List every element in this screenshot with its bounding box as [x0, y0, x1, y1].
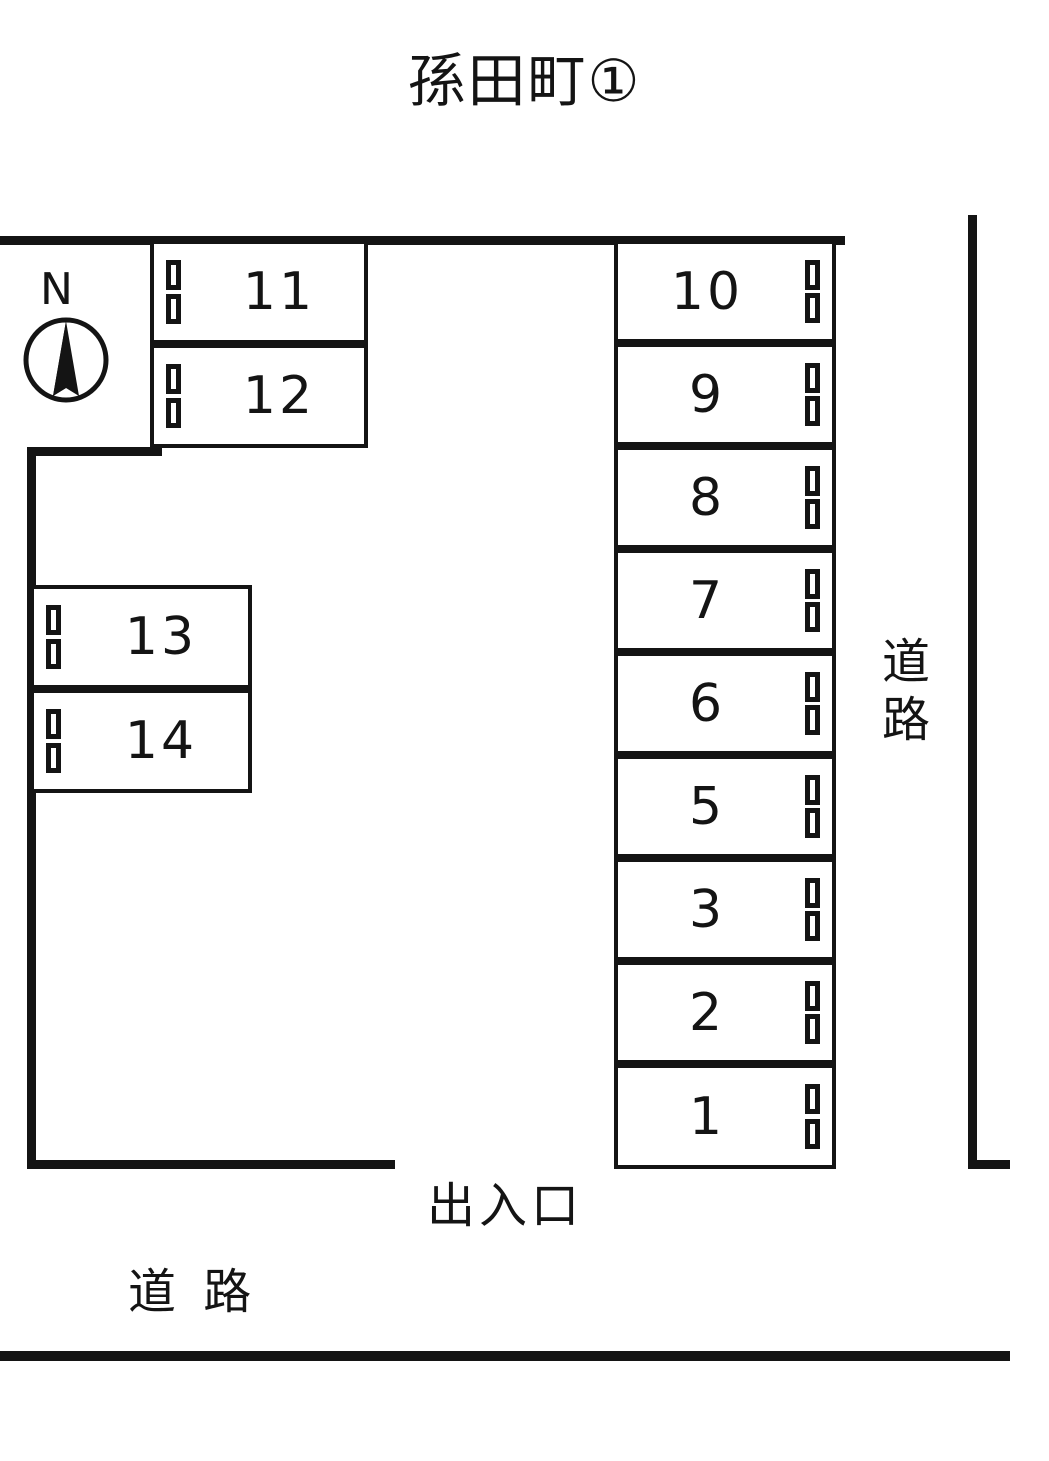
parking-stall[interactable]: 5 [614, 755, 836, 858]
stall-number: 12 [242, 366, 316, 426]
wheel-marker-icon [46, 709, 61, 739]
wheel-marker-icon [46, 605, 61, 635]
parking-stall[interactable]: 11 [150, 240, 368, 344]
boundary-left-inner [27, 447, 36, 1169]
wheel-marker-icon [805, 672, 820, 702]
compass-rose-icon [23, 317, 109, 403]
wheel-marker-icon [805, 1084, 820, 1114]
wheel-marker-icon [805, 878, 820, 908]
stall-number: 10 [670, 261, 744, 322]
entrance-label: 出入口 [426, 1178, 583, 1234]
stall-number: 5 [688, 776, 726, 837]
parking-stall[interactable]: 9 [614, 343, 836, 446]
road-label-right: 道路 [873, 636, 929, 752]
stall-number: 11 [242, 262, 316, 322]
parking-stall[interactable]: 6 [614, 652, 836, 755]
stall-number: 8 [688, 467, 726, 528]
wheel-marker-icon [805, 775, 820, 805]
road-edge-right [968, 215, 977, 1169]
boundary-left-upper [0, 236, 9, 245]
wheel-marker-icon [166, 294, 181, 324]
parking-stall[interactable]: 12 [150, 344, 368, 448]
wheel-marker-icon [805, 363, 820, 393]
wheel-marker-icon [805, 1119, 820, 1149]
stall-number: 1 [688, 1086, 726, 1147]
parking-stall[interactable]: 2 [614, 961, 836, 1064]
boundary-top [0, 236, 845, 245]
wheel-marker-icon [166, 398, 181, 428]
wheel-marker-icon [805, 602, 820, 632]
compass-north-label: N [40, 264, 73, 315]
wheel-marker-icon [805, 260, 820, 290]
wheel-marker-icon [805, 569, 820, 599]
compass: N [18, 268, 122, 414]
wheel-marker-icon [805, 705, 820, 735]
parking-stall[interactable]: 3 [614, 858, 836, 961]
boundary-compass-bay [27, 447, 162, 456]
wheel-marker-icon [805, 293, 820, 323]
wheel-marker-icon [46, 639, 61, 669]
road-line-bottom [0, 1351, 1010, 1361]
stall-number: 3 [688, 879, 726, 940]
page-title: 孫田町① [407, 47, 642, 115]
stall-number: 13 [124, 607, 198, 667]
wheel-marker-icon [46, 743, 61, 773]
wheel-marker-icon [805, 396, 820, 426]
road-edge-right-foot [968, 1160, 1010, 1169]
wheel-marker-icon [805, 466, 820, 496]
parking-stall[interactable]: 8 [614, 446, 836, 549]
parking-stall[interactable]: 10 [614, 240, 836, 343]
wheel-marker-icon [805, 499, 820, 529]
stall-number: 6 [688, 673, 726, 734]
parking-stall[interactable]: 14 [30, 689, 252, 793]
parking-stall[interactable]: 13 [30, 585, 252, 689]
stall-number: 14 [124, 711, 198, 771]
parking-stall[interactable]: 7 [614, 549, 836, 652]
wheel-marker-icon [805, 911, 820, 941]
road-label-bottom: 道 路 [128, 1264, 258, 1320]
wheel-marker-icon [805, 981, 820, 1011]
stall-number: 7 [688, 570, 726, 631]
wheel-marker-icon [166, 260, 181, 290]
stall-number: 9 [688, 364, 726, 425]
wheel-marker-icon [805, 1014, 820, 1044]
stall-number: 2 [688, 982, 726, 1043]
wheel-marker-icon [805, 808, 820, 838]
boundary-bottom-left [27, 1160, 395, 1169]
wheel-marker-icon [166, 364, 181, 394]
parking-stall[interactable]: 1 [614, 1064, 836, 1169]
